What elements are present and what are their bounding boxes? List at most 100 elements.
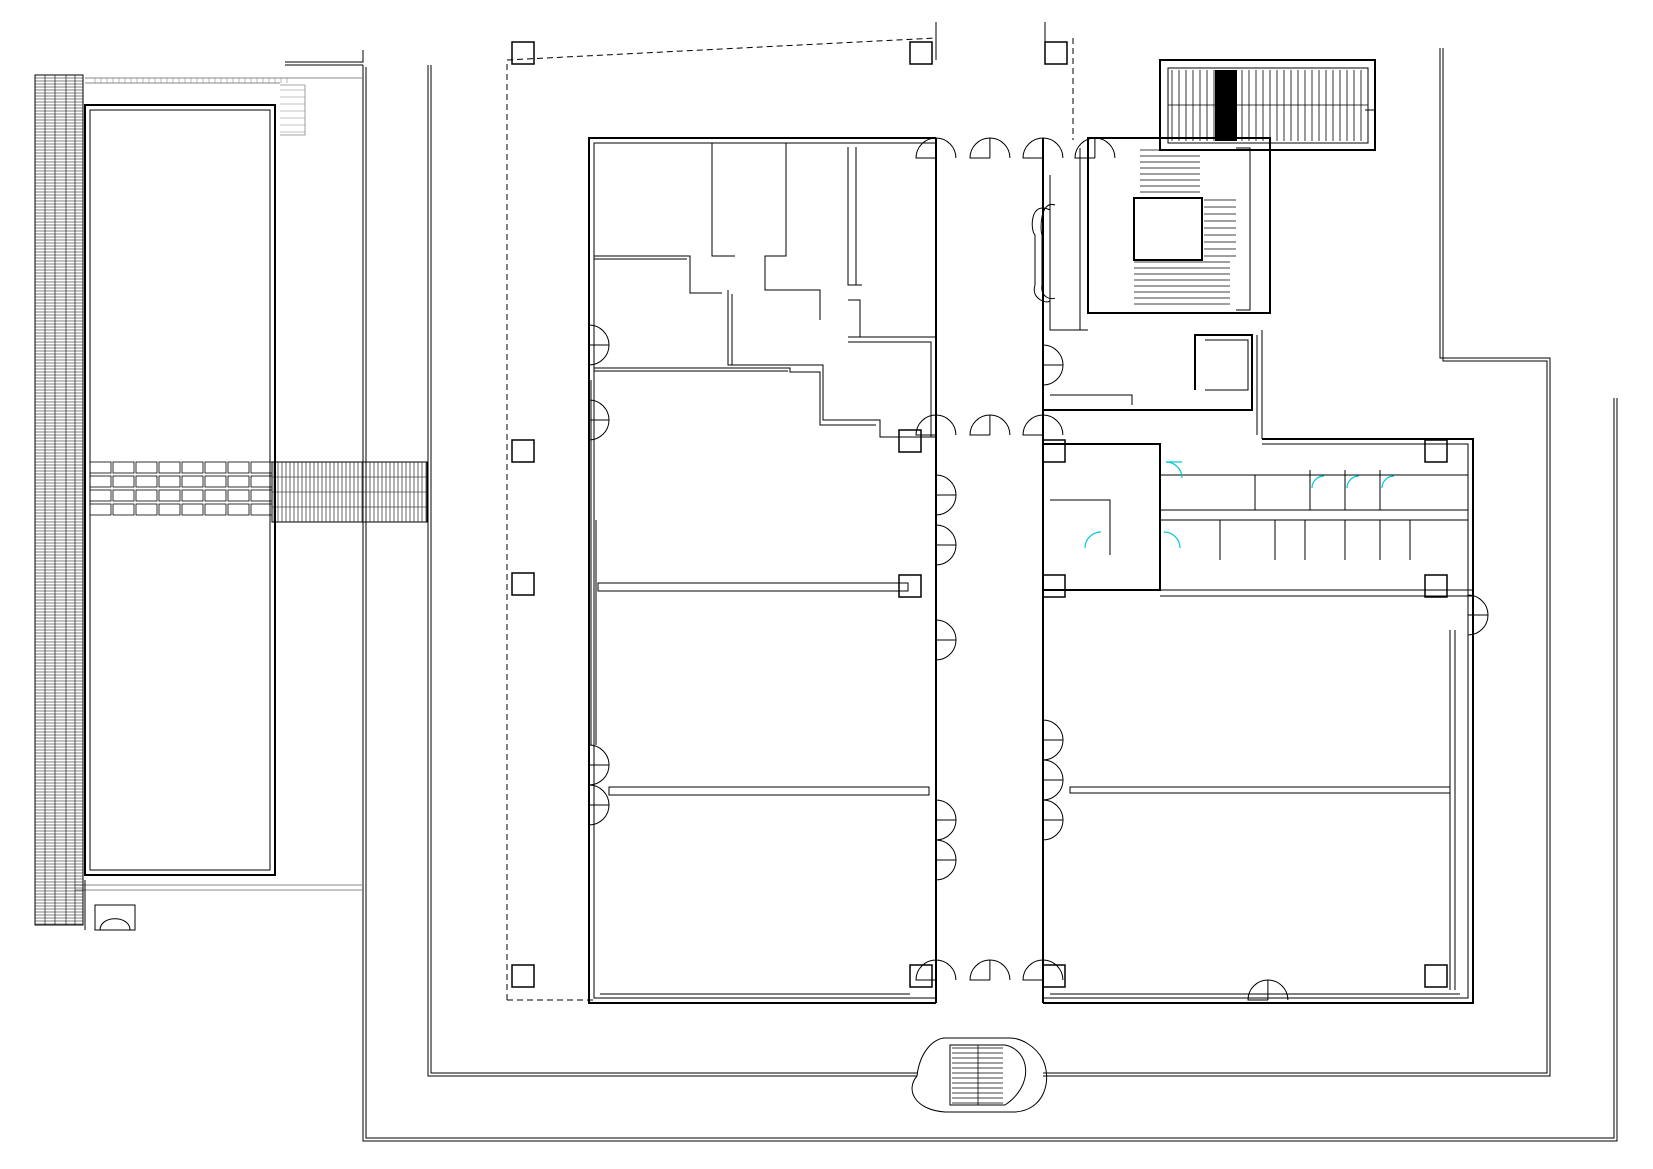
tile <box>227 461 250 474</box>
tile <box>204 475 227 488</box>
left-block-rooms <box>590 143 936 995</box>
door-swing <box>588 744 610 766</box>
door-swing <box>588 399 610 421</box>
tile <box>250 475 273 488</box>
strip-frame <box>34 74 84 926</box>
tile <box>158 489 181 502</box>
tile <box>181 489 204 502</box>
column <box>909 964 933 988</box>
tile <box>135 461 158 474</box>
door-swing <box>1042 799 1064 821</box>
door-swing <box>588 419 610 441</box>
column <box>511 964 535 988</box>
column <box>909 41 933 65</box>
door-swing <box>1042 779 1064 801</box>
crossing-walkway-strip <box>271 461 428 523</box>
column <box>1042 574 1066 598</box>
door-swing <box>1094 137 1116 159</box>
tile <box>158 475 181 488</box>
door-swing <box>969 959 991 981</box>
service-rooms <box>1043 330 1473 995</box>
column <box>1042 964 1066 988</box>
door-swing <box>1042 759 1064 781</box>
tile <box>112 489 135 502</box>
left-railing-strip <box>34 74 84 926</box>
door-swing <box>1074 137 1096 159</box>
door-swing <box>935 544 957 566</box>
door-swing <box>935 494 957 516</box>
door-swing <box>1267 979 1289 1001</box>
door-swing <box>969 137 991 159</box>
door-swing <box>935 959 957 981</box>
door-swing <box>1022 414 1044 436</box>
tile <box>158 503 181 516</box>
door-swing <box>1042 719 1064 741</box>
door-swing <box>1042 739 1064 761</box>
door-swing <box>1247 979 1269 1001</box>
tile <box>181 503 204 516</box>
door-swing <box>935 859 957 881</box>
door-swing <box>989 137 1011 159</box>
door-swing <box>1022 959 1044 981</box>
tile <box>135 475 158 488</box>
tile <box>250 503 273 516</box>
tile <box>227 475 250 488</box>
door-swing <box>1042 959 1064 981</box>
door-swing <box>935 819 957 841</box>
tile <box>181 475 204 488</box>
tile <box>204 461 227 474</box>
top-railing-detail <box>94 78 306 136</box>
door-swings <box>588 137 1489 1001</box>
tile <box>89 489 112 502</box>
door-swing <box>588 324 610 346</box>
door-swing <box>935 414 957 436</box>
accessible-doors <box>1084 461 1395 549</box>
structural-columns <box>511 41 1448 988</box>
door-swing <box>989 959 1011 981</box>
door-swing <box>915 959 937 981</box>
top-stair-treads <box>1168 70 1368 141</box>
column <box>511 41 535 65</box>
door-swing <box>935 799 957 821</box>
door-swing <box>935 474 957 496</box>
outer-site-boundary <box>285 50 1618 1142</box>
tile <box>227 503 250 516</box>
door-swing <box>935 524 957 546</box>
door-swing <box>1042 344 1064 366</box>
stair-treads <box>952 1047 1003 1104</box>
door-swing <box>1467 594 1489 616</box>
tile <box>135 489 158 502</box>
column <box>1044 41 1068 65</box>
door-swing <box>915 414 937 436</box>
pool-crossing-tiles <box>89 461 273 516</box>
spiral-stair-bottom <box>911 1037 1048 1113</box>
dashed-canopy <box>506 22 1074 1001</box>
stair-landing-fill <box>1215 70 1237 141</box>
column <box>511 439 535 463</box>
tile <box>112 503 135 516</box>
tile <box>89 461 112 474</box>
door-swing <box>1467 614 1489 636</box>
door-swing <box>1042 137 1064 159</box>
door-swing <box>588 784 610 806</box>
door-swing <box>1022 137 1044 159</box>
column <box>1424 439 1448 463</box>
tile <box>204 503 227 516</box>
stair-core <box>1031 137 1271 331</box>
tile <box>204 489 227 502</box>
door-swing <box>588 764 610 786</box>
door-swing <box>915 137 937 159</box>
tile <box>89 503 112 516</box>
door-swing <box>1042 414 1064 436</box>
door-swing <box>989 414 1011 436</box>
door-swing <box>935 839 957 861</box>
door-swing <box>969 414 991 436</box>
rail-edge <box>280 84 306 136</box>
column <box>1424 574 1448 598</box>
door-swing <box>1042 819 1064 841</box>
door-swing <box>935 639 957 661</box>
external-stair-top <box>1159 59 1376 151</box>
door-swing <box>935 619 957 641</box>
tile <box>135 503 158 516</box>
